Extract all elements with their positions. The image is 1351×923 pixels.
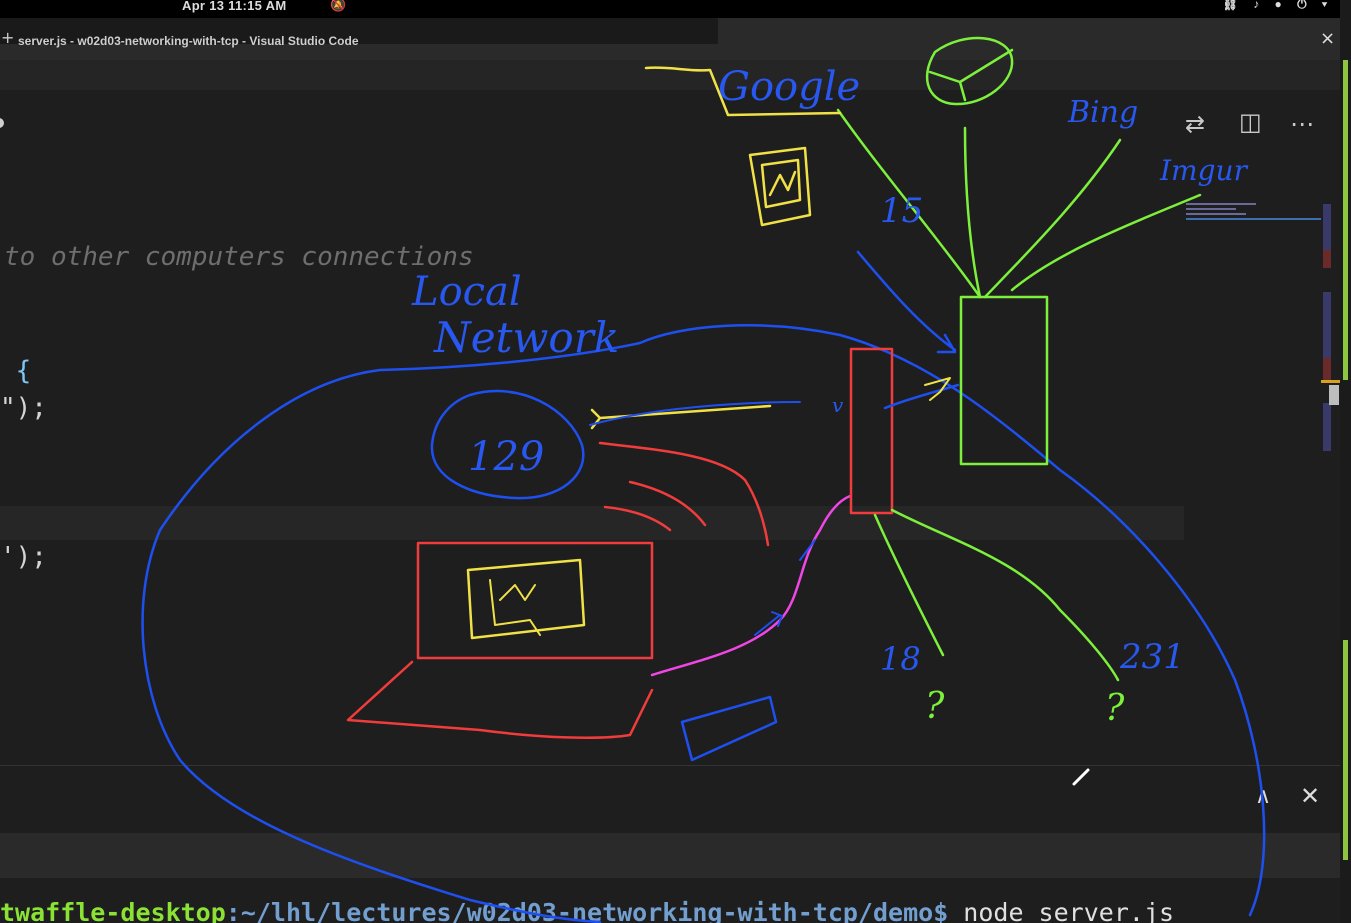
terminal-command: node server.js <box>948 898 1175 923</box>
server-to-imgur <box>1010 193 1202 292</box>
local-network-label-1: Local <box>411 269 522 315</box>
wifi-arc-3 <box>603 505 672 532</box>
wifi-arc-2 <box>628 480 707 527</box>
local-network-loop <box>141 324 1266 923</box>
bing-label: Bing <box>1067 95 1138 130</box>
terminal-host: twaffle-desktop <box>0 898 226 923</box>
label-15: 15 <box>880 191 923 231</box>
code-line-comment[interactable]: to other computers connections <box>4 242 474 272</box>
blue-arrows-up <box>754 539 816 636</box>
router-server-link <box>883 383 960 410</box>
google-label: Google <box>718 64 860 110</box>
code-editor[interactable]: to other computers connections { "); ');… <box>0 90 1343 765</box>
router-box <box>849 347 894 515</box>
router-to-18 <box>873 513 945 657</box>
current-line-highlight <box>0 506 1184 540</box>
window-title-bar: + server.js - w02d03-networking-with-tcp… <box>0 18 1340 60</box>
system-clock[interactable]: Apr 13 11:15 AM <box>182 0 287 13</box>
more-actions-icon[interactable]: ⋯ <box>1290 110 1314 138</box>
terminal-path: :~/lhl/lectures/w02d03-networking-with-t… <box>225 898 949 923</box>
terminal-tab-strip <box>0 18 718 44</box>
pen-cursor-icon <box>1072 768 1090 786</box>
close-panel-icon[interactable]: ✕ <box>1300 782 1321 810</box>
bell-off-icon: 🔕 <box>330 0 347 12</box>
question-mark-1: ? <box>925 686 945 727</box>
bottom-panel-header: ∧ ✕ <box>0 765 1340 834</box>
device-129-circle <box>430 389 585 500</box>
breakpoint-dot[interactable] <box>0 118 4 128</box>
window-title: server.js - w02d03-networking-with-tcp -… <box>18 34 359 48</box>
server-box <box>959 295 1049 466</box>
laptop-router-link <box>650 494 852 677</box>
blue-line-to-router <box>589 401 801 426</box>
label-18: 18 <box>880 640 921 678</box>
globe-icon-sketch <box>925 36 1014 106</box>
terminal-prompt-line[interactable]: twaffle-desktop:~/lhl/lectures/w02d03-ne… <box>0 898 1174 923</box>
router-glyph: v <box>832 393 844 417</box>
right-edge-strip <box>1340 0 1351 923</box>
router-to-231 <box>890 508 1120 682</box>
label-231: 231 <box>1119 637 1185 677</box>
terminal[interactable]: twaffle-desktop:~/lhl/lectures/w02d03-ne… <box>0 878 1340 923</box>
laptop-screen <box>416 541 654 660</box>
laptop-base <box>346 660 654 739</box>
laptop-image-frame <box>466 558 586 640</box>
window-close-button[interactable]: × <box>1320 28 1336 49</box>
server-to-globe <box>963 126 982 299</box>
yellow-connector <box>924 377 951 401</box>
question-mark-2: ? <box>1105 688 1125 729</box>
server-to-google <box>836 108 982 299</box>
panel-divider <box>0 833 1340 878</box>
local-network-label-2: Network <box>433 313 619 362</box>
wifi-arc-1 <box>598 441 770 547</box>
code-line-close-call[interactable]: "); <box>0 393 47 423</box>
phone-sketch <box>680 695 778 762</box>
code-line-brace[interactable]: { <box>0 356 32 386</box>
google-underline <box>644 66 842 117</box>
code-line-close-call-2[interactable]: '); <box>0 542 47 572</box>
system-tray-icons[interactable]: ⛓ ♪ ● ⏻ ▾ <box>1222 0 1333 11</box>
minimap[interactable] <box>1186 203 1321 223</box>
open-changes-icon[interactable]: ⇄ <box>1185 110 1206 138</box>
split-editor-icon[interactable]: ◫ <box>1239 108 1262 136</box>
server-to-bing <box>983 138 1122 299</box>
blue-arrow-to-server <box>856 250 957 354</box>
new-tab-button[interactable]: + <box>1 28 15 47</box>
editor-tabs-bar <box>0 60 1340 90</box>
laptop-image-sketch <box>489 579 541 636</box>
imgur-label: Imgur <box>1159 154 1249 187</box>
system-top-bar: Apr 13 11:15 AM 🔕 ⛓ ♪ ● ⏻ ▾ <box>0 0 1351 18</box>
picture-frame-sketch <box>748 146 812 227</box>
label-129: 129 <box>468 434 544 480</box>
